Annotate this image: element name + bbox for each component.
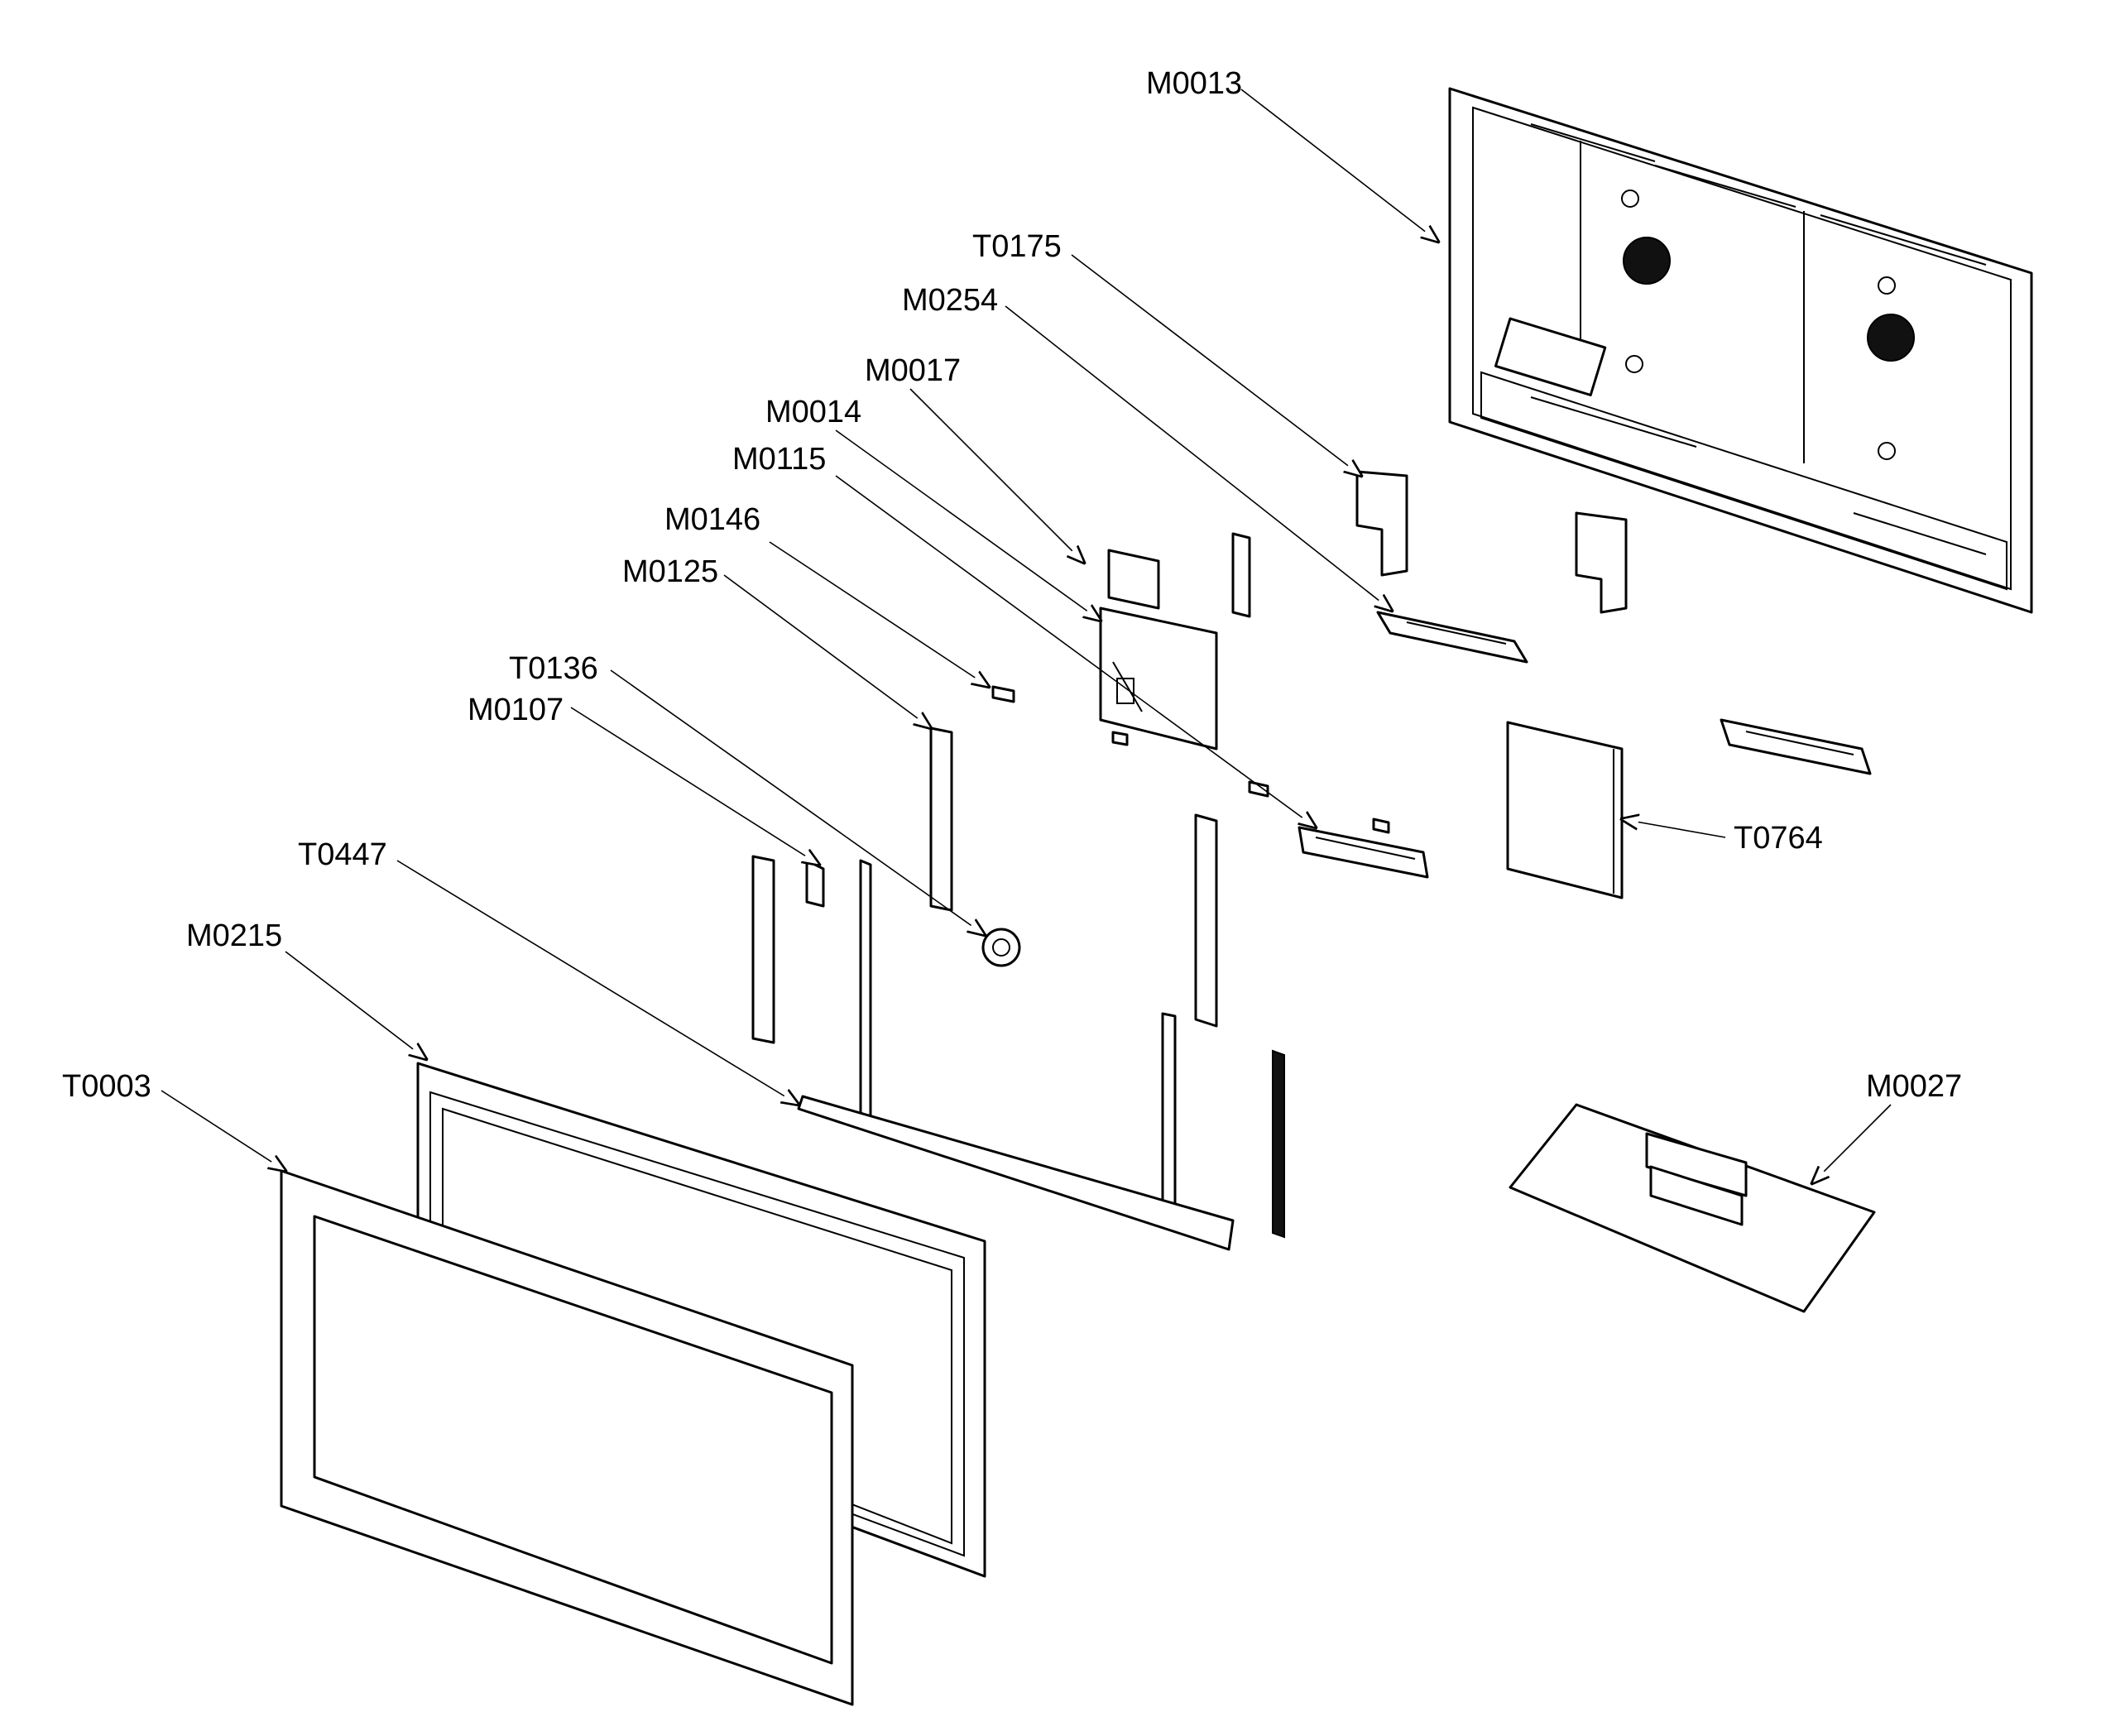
label-m0125: M0125 <box>622 554 718 589</box>
label-m0027: M0027 <box>1866 1069 1962 1104</box>
label-m0146: M0146 <box>664 502 760 537</box>
small-board-part <box>1107 549 1160 610</box>
part-labels: M0013 T0175 M0254 M0017 M0014 M0115 M014… <box>62 66 1962 1104</box>
label-m0254: M0254 <box>902 283 998 318</box>
leader-lines <box>161 89 1892 1183</box>
rear-cover-part <box>1448 87 2033 614</box>
left-bracket-part <box>751 727 1285 1239</box>
label-m0115: M0115 <box>732 442 826 477</box>
main-board-part <box>1099 607 1218 751</box>
speaker-part <box>1298 611 1872 879</box>
speaker-round-part <box>981 928 1021 967</box>
power-board-part <box>1506 721 1624 899</box>
label-m0107: M0107 <box>468 693 564 727</box>
stand-base-part <box>1509 1103 1876 1313</box>
label-t0136: T0136 <box>509 651 598 686</box>
label-m0215: M0215 <box>186 918 282 953</box>
front-bezel-part <box>280 1169 854 1706</box>
speaker-bracket-upper-part <box>1231 470 1628 618</box>
clip-parts <box>991 685 1390 834</box>
label-m0013: M0013 <box>1146 66 1242 101</box>
label-t0764: T0764 <box>1734 821 1823 856</box>
label-t0003: T0003 <box>62 1069 151 1104</box>
label-m0017: M0017 <box>865 353 961 388</box>
label-t0447: T0447 <box>298 837 387 872</box>
label-t0175: T0175 <box>972 229 1062 264</box>
label-m0014: M0014 <box>765 395 861 429</box>
